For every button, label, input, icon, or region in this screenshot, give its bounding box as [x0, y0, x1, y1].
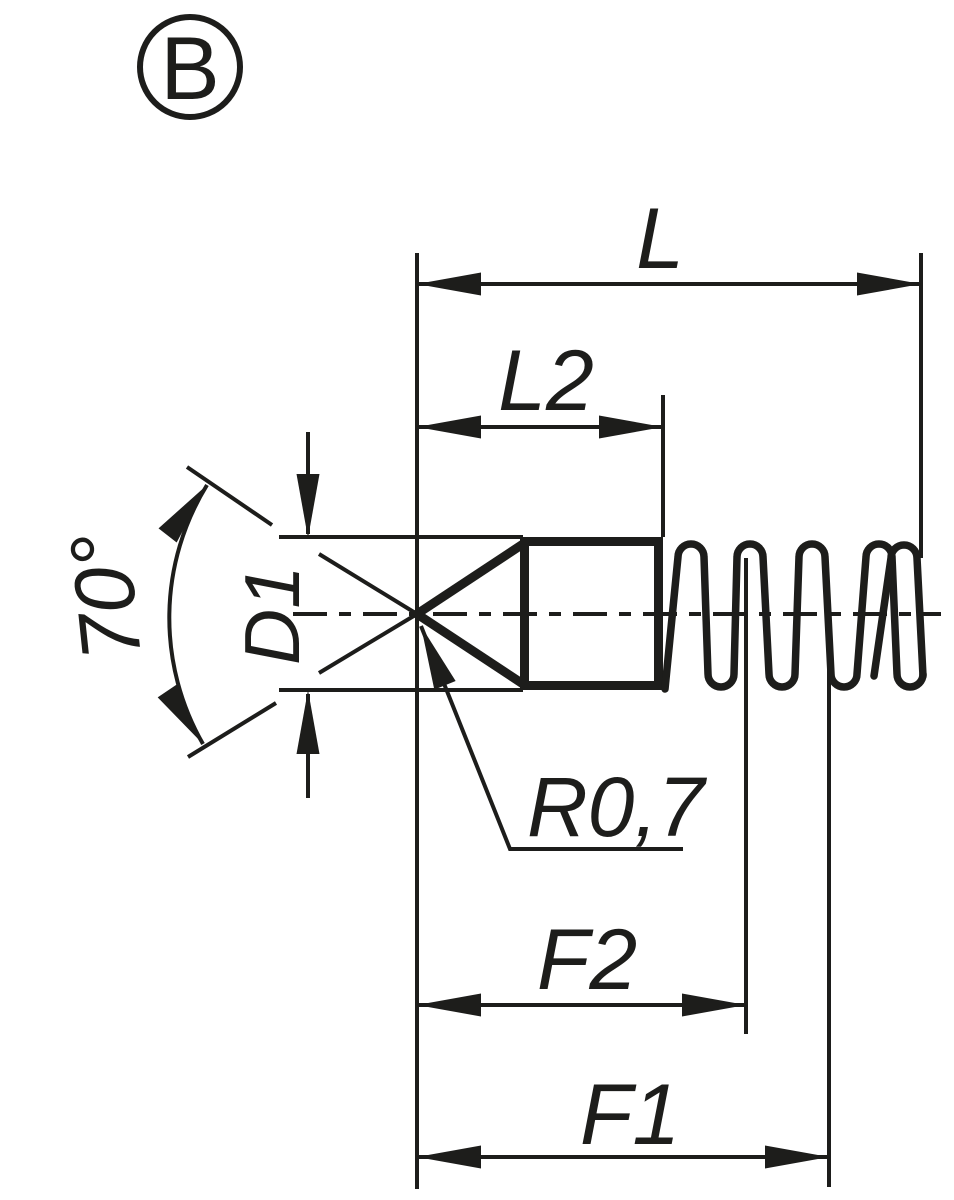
dim-F1-arrow-right — [765, 1145, 829, 1169]
dim-F1-label: F1 — [580, 1067, 680, 1163]
dim-angle-label: 70° — [52, 529, 159, 665]
dim-F2-arrow-left — [417, 993, 481, 1017]
dim-D1: D1 — [228, 432, 320, 798]
dim-L-label: L — [636, 191, 684, 287]
dim-L2: L2 — [417, 333, 665, 537]
dim-F1-arrow-left — [417, 1145, 481, 1169]
dim-L: L — [415, 191, 923, 1189]
angle-leg-upper — [185, 465, 274, 527]
cone-arm-lower — [317, 612, 419, 675]
angle-arrow-lower — [157, 684, 203, 744]
leader-arrow — [421, 626, 456, 690]
leader-R07: R0,7 — [419, 625, 708, 854]
spring-coil — [661, 540, 927, 693]
dim-L2-label: L2 — [498, 333, 594, 429]
dim-L2-arrow-left — [417, 415, 481, 439]
dim-F2-label: F2 — [537, 912, 637, 1008]
dim-angle-70: 70° — [52, 465, 278, 759]
dim-L-arrow-right — [857, 272, 921, 296]
angle-arrow-upper — [158, 485, 207, 543]
cone-face-lower — [414, 610, 529, 690]
spring-end-strand — [870, 541, 927, 680]
detail-marker: B — [137, 14, 243, 120]
detail-marker-circle — [137, 14, 243, 120]
dim-F2: F2 — [417, 558, 748, 1034]
detail-marker-label: B — [160, 18, 219, 118]
angle-leg-lower — [186, 701, 278, 759]
cone-face-upper — [414, 538, 529, 618]
dim-D1-arrow-top — [296, 474, 320, 538]
dim-D1-arrow-bottom — [296, 690, 320, 754]
cone-arm-upper — [317, 552, 419, 616]
dim-D1-label: D1 — [228, 565, 316, 665]
plunger-outline — [279, 535, 941, 693]
dim-F1: F1 — [417, 614, 831, 1187]
leader-line — [419, 625, 683, 851]
dim-L-arrow-left — [417, 272, 481, 296]
leader-R07-label: R0,7 — [527, 760, 708, 854]
dim-L2-arrow-right — [599, 415, 663, 439]
dim-F2-arrow-right — [682, 993, 746, 1017]
